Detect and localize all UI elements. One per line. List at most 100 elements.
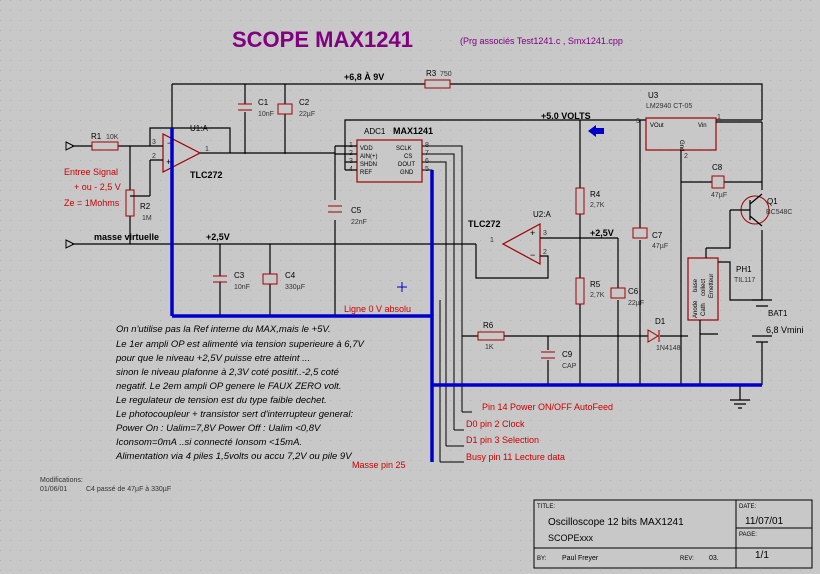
- r3-value: 750: [440, 71, 452, 78]
- svg-text:+: +: [530, 228, 535, 238]
- r5-value: 2,7K: [590, 292, 605, 299]
- masse-virtuelle-label: masse virtuelle: [94, 232, 159, 242]
- ph1-part: TIL117: [734, 277, 755, 284]
- title-block: TITLE: DATE: PAGE: BY: REV: Oscilloscope…: [533, 499, 813, 569]
- c5-value: 22nF: [351, 219, 367, 226]
- svg-text:2: 2: [684, 153, 688, 160]
- svg-text:1: 1: [490, 237, 494, 244]
- svg-text:pour que le niveau +2,5V puiss: pour que le niveau +2,5V puisse etre att…: [115, 353, 310, 364]
- u1-part: TLC272: [190, 170, 223, 180]
- modif-heading: Modifications:: [40, 477, 83, 484]
- v5-rail-label: +5.0 VOLTS: [541, 111, 591, 121]
- svg-text:2: 2: [543, 249, 547, 256]
- v25-right-label: +2,5V: [590, 228, 614, 238]
- svg-text:TITLE:: TITLE:: [537, 504, 555, 510]
- r3-ref: R3: [426, 69, 437, 78]
- c4-ref: C4: [285, 271, 296, 280]
- bat-value: 6,8 Vmini: [766, 325, 804, 335]
- svg-text:REF: REF: [360, 170, 372, 176]
- svg-text:−: −: [530, 250, 535, 260]
- q1-part: BC548C: [766, 209, 792, 216]
- c2-value: 22µF: [299, 111, 315, 118]
- u2-ref: U2:A: [533, 210, 551, 219]
- resistor-r3: [424, 79, 451, 89]
- r6-value: 1K: [485, 344, 494, 351]
- vcc-rail-label: +6,8 À 9V: [344, 72, 384, 82]
- v25-left-label: +2,5V: [206, 232, 230, 242]
- adc-part: MAX1241: [393, 126, 433, 136]
- svg-text:Le regulateur de tension est d: Le regulateur de tension est du type fai…: [116, 395, 327, 406]
- svg-text:PAGE:: PAGE:: [739, 532, 757, 538]
- tb-rev: 03.: [709, 555, 719, 562]
- svg-text:sinon le niveau plafonne à 2,3: sinon le niveau plafonne à 2,3V coté pos…: [116, 367, 339, 378]
- bat-ref: BAT1: [768, 309, 788, 318]
- svg-text:Cath: Cath: [701, 303, 707, 316]
- pin2-label: D0 pin 2 Clock: [466, 419, 525, 429]
- c3-ref: C3: [234, 271, 245, 280]
- resistor-r2: [125, 189, 135, 217]
- regulator-u3: [645, 117, 717, 151]
- svg-text:3: 3: [152, 139, 156, 146]
- c9-ref: C9: [562, 350, 573, 359]
- svg-text:+: +: [166, 157, 171, 167]
- c5-ref: C5: [351, 206, 362, 215]
- svg-text:CS: CS: [404, 154, 412, 160]
- svg-text:BY:: BY:: [537, 556, 547, 562]
- pin25-label: Masse pin 25: [352, 460, 406, 470]
- svg-text:1: 1: [205, 146, 209, 153]
- r5-ref: R5: [590, 280, 601, 289]
- r1-ref: R1: [91, 132, 102, 141]
- input-label-1: Entree Signal: [64, 167, 118, 177]
- adc-ref: ADC1: [364, 127, 386, 136]
- input-label-3: Ze = 1Mohms: [64, 198, 120, 208]
- svg-text:Anode: Anode: [693, 300, 699, 318]
- r6-ref: R6: [483, 321, 494, 330]
- tb-title1: Oscilloscope 12 bits MAX1241: [548, 517, 684, 528]
- ligne0-label: Ligne 0 V absolu: [344, 304, 411, 314]
- c8-value: 47µF: [711, 192, 727, 199]
- svg-text:base: base: [693, 278, 699, 292]
- svg-text:Le 1er ampli OP est alimenté v: Le 1er ampli OP est alimenté via tension…: [116, 339, 366, 350]
- tb-author: Paul Freyer: [562, 555, 599, 562]
- d1-ref: D1: [655, 317, 666, 326]
- c7-value: 47µF: [652, 243, 668, 250]
- svg-text:VDD: VDD: [360, 146, 373, 152]
- u3-part: LM2940 CT-05: [646, 103, 692, 110]
- c6-ref: C6: [628, 287, 639, 296]
- tb-date: 11/07/01: [745, 516, 784, 527]
- svg-text:Alimentation via 4 piles 1,5vo: Alimentation via 4 piles 1,5volts ou acc…: [115, 451, 353, 462]
- svg-text:3: 3: [543, 230, 547, 237]
- photocoupler-ph1: [687, 257, 719, 321]
- tb-title2: SCOPExxx: [548, 533, 594, 543]
- svg-text:Gnd: Gnd: [678, 140, 684, 151]
- page-subtitle: (Prg associés Test1241.c , Smx1241.cpp: [460, 36, 623, 46]
- adc-max1241: [356, 139, 423, 183]
- svg-text:DATE:: DATE:: [739, 504, 757, 510]
- opamp-u1: [162, 133, 202, 173]
- svg-text:GND: GND: [400, 170, 414, 176]
- c8-ref: C8: [712, 163, 723, 172]
- input-label-2: + ou - 2,5 V: [74, 182, 121, 192]
- opamp-u2: [501, 222, 541, 266]
- pin14-label: Pin 14 Power ON/OFF AutoFeed: [482, 402, 613, 412]
- svg-text:VOut: VOut: [650, 123, 664, 129]
- svg-text:Emetteur: Emetteur: [709, 274, 715, 298]
- notes-block: On n'utilise pas la Ref interne du MAX,m…: [115, 324, 366, 462]
- c4-value: 330µF: [285, 284, 305, 291]
- svg-text:REV:: REV:: [680, 556, 694, 562]
- q1-ref: Q1: [767, 197, 778, 206]
- svg-text:3: 3: [636, 118, 640, 125]
- r2-ref: R2: [140, 202, 151, 211]
- c6-value: 22µF: [628, 300, 644, 307]
- r4-ref: R4: [590, 190, 601, 199]
- c1-value: 10nF: [258, 111, 274, 118]
- svg-text:DOUT: DOUT: [398, 162, 415, 168]
- svg-text:On n'utilise pas la Ref intern: On n'utilise pas la Ref interne du MAX,m…: [116, 324, 331, 335]
- c7-ref: C7: [652, 231, 663, 240]
- ph1-ref: PH1: [736, 265, 752, 274]
- v5-arrow-icon: [588, 125, 604, 137]
- svg-text:Vin: Vin: [698, 123, 707, 129]
- r1-value: 10K: [106, 134, 119, 141]
- u1-ref: U1:A: [190, 124, 208, 133]
